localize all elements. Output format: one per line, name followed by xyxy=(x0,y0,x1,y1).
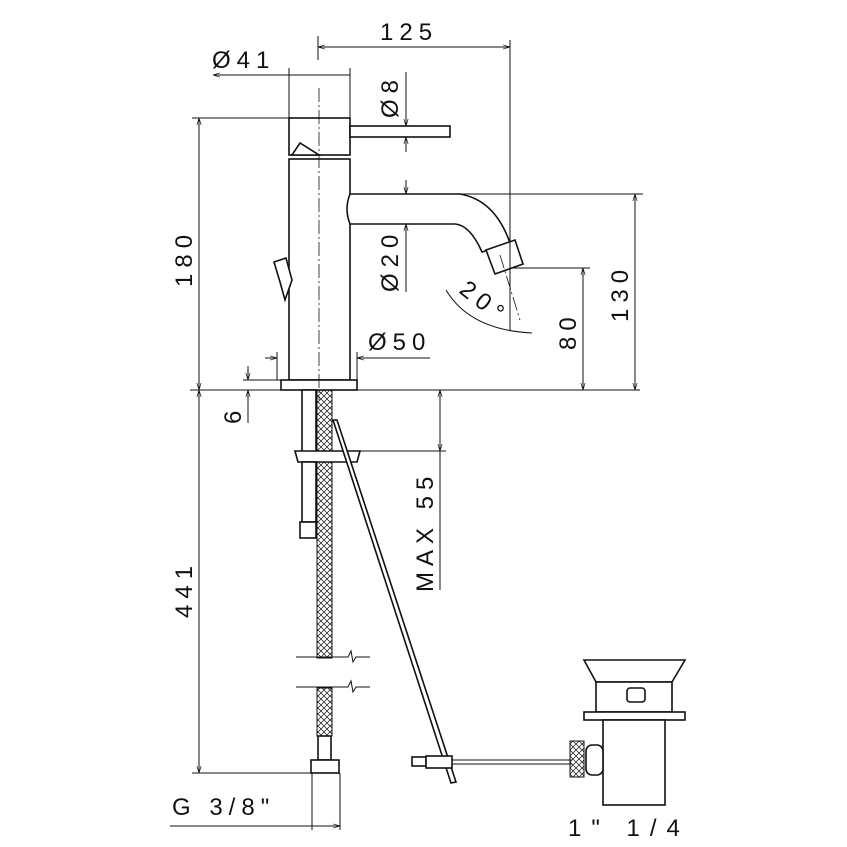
handle-bevel xyxy=(290,141,322,156)
body-cylinder xyxy=(288,158,351,381)
break-line-bottom xyxy=(296,679,370,694)
aerator xyxy=(484,238,525,276)
rod-clip xyxy=(411,756,427,767)
pull-rod xyxy=(331,419,458,784)
pop-up-knob xyxy=(273,256,293,303)
dim-lever-diameter: Ø8 xyxy=(377,74,404,118)
dim-total-height: 180 xyxy=(171,229,198,287)
flex-hose-lower xyxy=(316,687,333,737)
dimension-lines xyxy=(170,36,643,830)
dim-base-thickness: 6 xyxy=(220,405,247,424)
overflow-slot xyxy=(626,687,646,703)
dim-handle-diameter: Ø41 xyxy=(212,47,275,74)
rod-clamp xyxy=(425,755,453,769)
threaded-rod xyxy=(301,389,317,453)
hose-ferrule xyxy=(317,735,332,761)
dim-spout-reach: 125 xyxy=(380,19,438,46)
angle-arc xyxy=(445,289,533,334)
spout xyxy=(346,193,512,253)
dim-spout-height: 130 xyxy=(607,264,634,322)
dim-max-deck-thickness: MAX 55 xyxy=(412,471,439,592)
dim-waste-size: 1" 1/4 xyxy=(568,815,690,842)
pop-up-waste xyxy=(569,659,687,806)
dim-hose-connection: G 3/8" xyxy=(172,794,275,821)
waste-pivot xyxy=(585,744,604,776)
dim-base-diameter: Ø50 xyxy=(368,329,431,356)
dim-hose-length: 441 xyxy=(171,560,198,618)
waste-cap xyxy=(582,659,687,683)
rod-lower xyxy=(301,461,317,523)
knurled-nut xyxy=(569,740,585,778)
waste-flange xyxy=(583,711,686,721)
lever xyxy=(349,125,451,138)
waste-tail xyxy=(602,719,666,806)
flex-hose-upper xyxy=(316,389,333,659)
rod-nut xyxy=(299,521,317,539)
dim-spout-diameter: Ø20 xyxy=(377,229,404,292)
dim-outlet-height: 80 xyxy=(555,311,582,350)
hose-nut xyxy=(310,759,340,774)
break-line-top xyxy=(296,649,370,664)
under-deck-assembly xyxy=(293,389,572,784)
dim-spout-angle: 20° xyxy=(454,275,513,330)
